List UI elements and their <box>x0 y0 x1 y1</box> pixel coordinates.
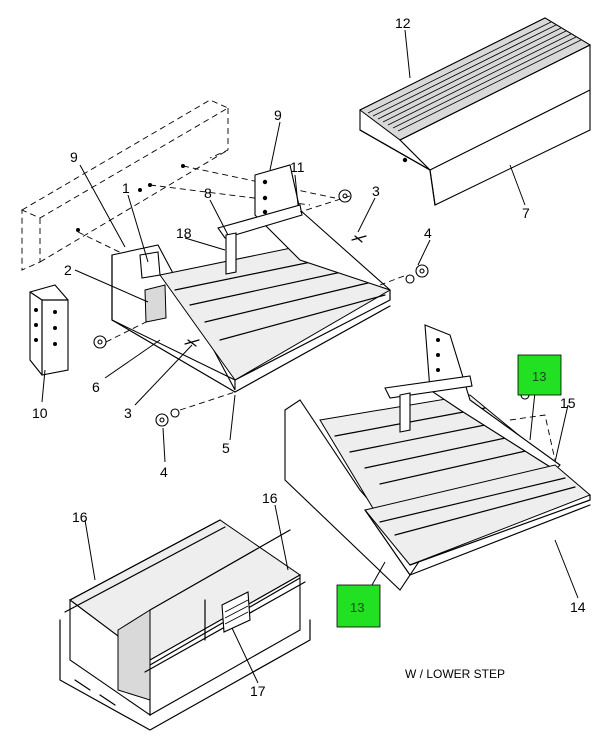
label-16-right: 16 <box>262 490 278 506</box>
label-3-top: 3 <box>372 183 380 199</box>
callout-13-lower-text: 13 <box>350 600 364 615</box>
label-2: 2 <box>64 262 72 278</box>
leader-lines <box>41 29 579 684</box>
step-top-right <box>359 17 592 206</box>
lower-step-assembly <box>284 324 591 591</box>
label-9-right: 9 <box>274 107 282 123</box>
label-9-left: 9 <box>70 149 78 165</box>
callout-13-upper: 13 <box>517 354 562 396</box>
part-labels: 12 7 9 9 1 11 8 3 18 4 2 6 10 3 4 5 15 1… <box>32 15 586 699</box>
label-10: 10 <box>32 405 48 421</box>
variant-note: W / LOWER STEP <box>405 667 505 681</box>
label-16-left: 16 <box>72 509 88 525</box>
label-6: 6 <box>92 379 100 395</box>
bracket-10 <box>29 284 69 376</box>
label-17: 17 <box>250 683 266 699</box>
callout-13-lower: 13 <box>336 584 381 628</box>
label-7: 7 <box>522 205 530 221</box>
main-step-assembly <box>93 164 429 427</box>
callout-13-upper-text: 13 <box>532 369 546 384</box>
label-4-right: 4 <box>424 225 432 241</box>
label-15: 15 <box>560 395 576 411</box>
bottom-assembly <box>59 519 311 731</box>
label-5: 5 <box>222 440 230 456</box>
label-3-bottom: 3 <box>124 405 132 421</box>
label-1: 1 <box>122 180 130 196</box>
label-12: 12 <box>395 15 411 31</box>
label-18: 18 <box>176 225 192 241</box>
label-14: 14 <box>570 599 586 615</box>
label-4-bottom: 4 <box>160 464 168 480</box>
label-11: 11 <box>290 159 305 175</box>
label-8: 8 <box>204 185 212 201</box>
